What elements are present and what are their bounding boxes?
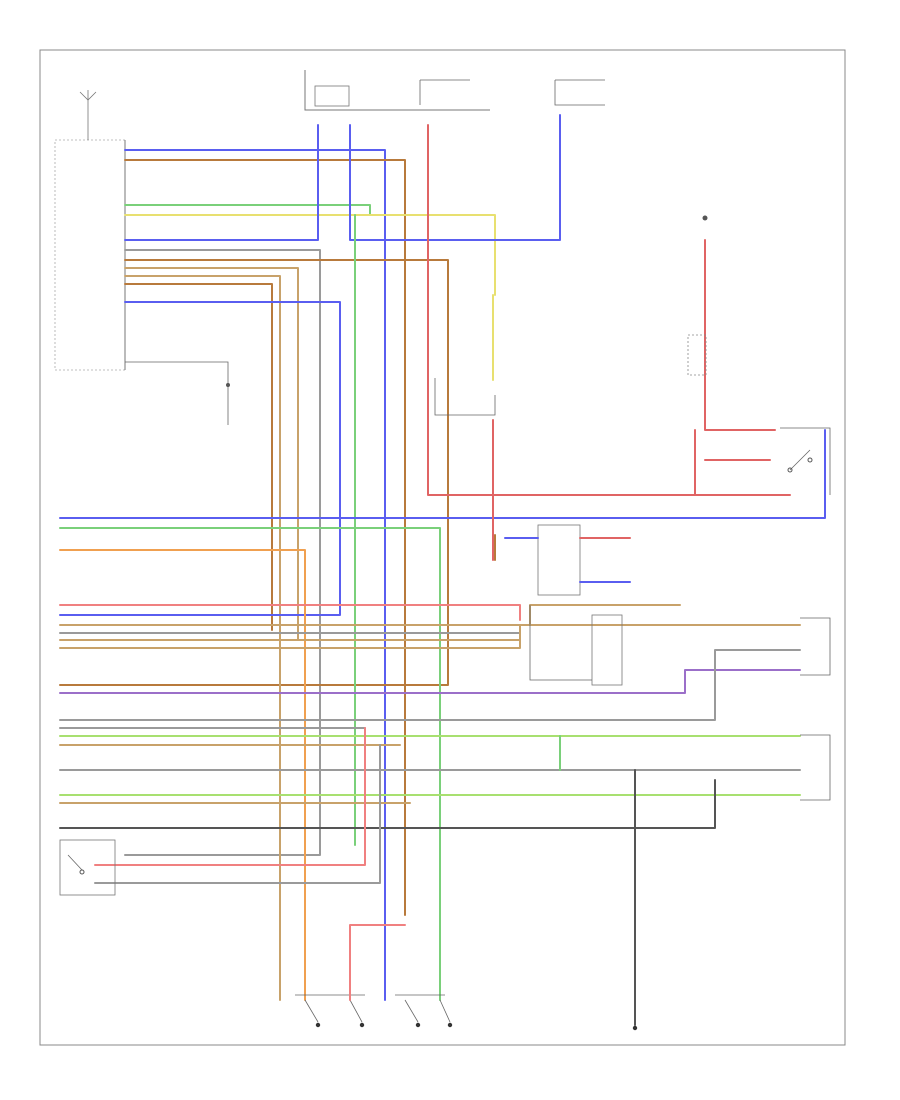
wire-gray-3 (59, 649, 801, 721)
antenna-icon (79, 91, 97, 101)
wire-brown-1 (124, 159, 406, 916)
fuse-box-1 (419, 79, 470, 105)
wire-blue-top (349, 114, 561, 241)
ground-bottom (632, 1025, 638, 1031)
sensor-block (434, 378, 496, 416)
key-cylinder-switch (59, 839, 116, 896)
wire-gray-1 (124, 249, 321, 856)
rear-door-motor (800, 734, 831, 801)
wire-tan-2 (124, 275, 281, 1001)
wire-blue-mid (59, 429, 826, 519)
wire-brown-2 (59, 259, 449, 686)
right-door-switches (395, 994, 453, 1028)
ignition-switch-connector (304, 70, 490, 111)
wire-violet (59, 669, 801, 694)
wire-pink-2 (94, 727, 366, 866)
module-ground (125, 361, 230, 425)
left-door-switches (295, 994, 365, 1028)
front-door-motor (800, 617, 831, 676)
wire-green-mid (59, 527, 441, 1001)
fuse-terminal (702, 215, 708, 221)
fuse-block (687, 334, 707, 376)
wire-blue-1 (124, 149, 386, 1001)
wire-red-top (427, 124, 696, 496)
wire-pink-1 (59, 604, 521, 621)
wire-tan-5 (59, 624, 801, 649)
wire-red-right (704, 239, 776, 431)
wire-green-1 (124, 204, 371, 216)
wire-yellow-1 (124, 214, 496, 296)
diagram-frame (39, 49, 846, 1046)
door-lock-switch (780, 427, 831, 495)
relay-block-lower (529, 605, 623, 686)
wire-brown-3 (124, 283, 273, 631)
fuse-box-2 (554, 79, 605, 106)
control-module (54, 90, 126, 371)
wire-orange-mid (59, 549, 306, 1001)
wire-pink-bottom (349, 924, 406, 1001)
wire-black (59, 779, 716, 829)
wire-blue-3 (59, 301, 341, 616)
wire-tan-1 (124, 267, 299, 641)
relay-block-middle (504, 524, 631, 596)
wire-gray-6 (94, 744, 381, 884)
wire-blue-2 (124, 124, 319, 241)
